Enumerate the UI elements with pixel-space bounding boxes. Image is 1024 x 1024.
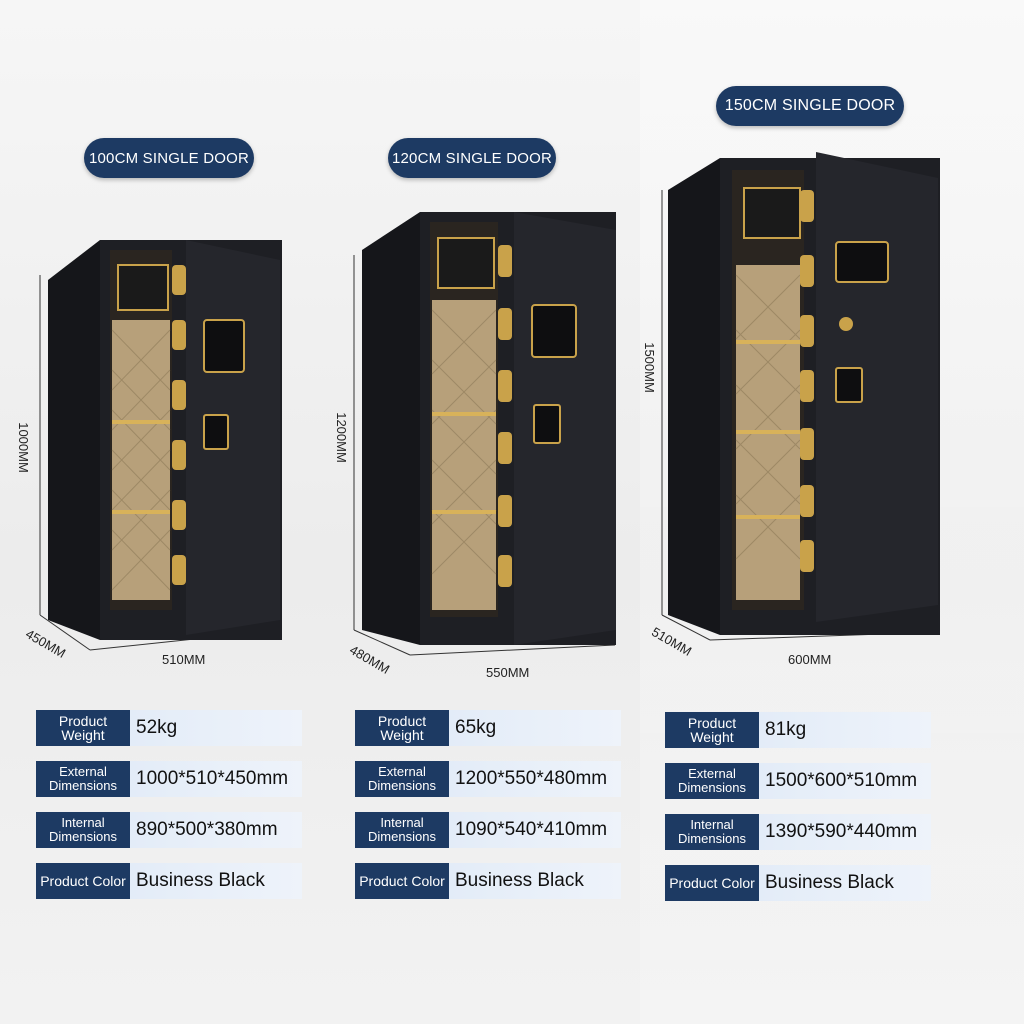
spec-table: Product Weight 65kg External Dimensions … (355, 710, 621, 914)
spec-value: Business Black (449, 863, 621, 899)
spec-row-color: Product Color Business Black (355, 863, 621, 899)
spec-row-external: External Dimensions 1200*550*480mm (355, 761, 621, 797)
spec-key: External Dimensions (665, 763, 759, 799)
spec-value: 65kg (449, 710, 621, 746)
product-column-120cm: 120CM SINGLE DOOR 1200MM 480MM 550MM (330, 0, 640, 1024)
spec-table: Product Weight 81kg External Dimensions … (665, 712, 931, 916)
spec-value: 1200*550*480mm (449, 761, 621, 797)
spec-key: Internal Dimensions (665, 814, 759, 850)
spec-value: 1000*510*450mm (130, 761, 302, 797)
safe-illustration (353, 212, 616, 656)
width-dimension-label: 510MM (162, 652, 206, 667)
spec-key: Internal Dimensions (36, 812, 130, 848)
spec-row-color: Product Color Business Black (665, 865, 931, 901)
safe-illustration (39, 240, 282, 651)
spec-key: Product Weight (355, 710, 449, 746)
spec-row-weight: Product Weight 65kg (355, 710, 621, 746)
spec-value: 890*500*380mm (130, 812, 302, 848)
spec-key: Product Color (36, 863, 130, 899)
spec-key: External Dimensions (36, 761, 130, 797)
spec-table: Product Weight 52kg External Dimensions … (36, 710, 302, 914)
spec-row-weight: Product Weight 81kg (665, 712, 931, 748)
spec-key: Product Weight (36, 710, 130, 746)
height-dimension-label: 1200MM (333, 412, 349, 463)
spec-row-internal: Internal Dimensions 890*500*380mm (36, 812, 302, 848)
spec-key: Product Color (355, 863, 449, 899)
spec-row-weight: Product Weight 52kg (36, 710, 302, 746)
spec-value: 52kg (130, 710, 302, 746)
spec-row-external: External Dimensions 1500*600*510mm (665, 763, 931, 799)
model-badge: 100CM SINGLE DOOR (84, 138, 254, 178)
spec-row-color: Product Color Business Black (36, 863, 302, 899)
height-dimension-label: 1000MM (15, 422, 31, 473)
width-dimension-label: 600MM (788, 652, 832, 667)
product-column-150cm: 150CM SINGLE DOOR 1500MM 510MM (640, 0, 1024, 1024)
width-dimension-label: 550MM (486, 665, 530, 680)
safe-illustration (661, 152, 941, 641)
spec-key: External Dimensions (355, 761, 449, 797)
spec-value: 1500*600*510mm (759, 763, 931, 799)
spec-key: Internal Dimensions (355, 812, 449, 848)
height-dimension-label: 1500MM (641, 342, 657, 393)
spec-value: Business Black (759, 865, 931, 901)
spec-key: Product Color (665, 865, 759, 901)
spec-value: 81kg (759, 712, 931, 748)
spec-row-internal: Internal Dimensions 1390*590*440mm (665, 814, 931, 850)
spec-value: 1090*540*410mm (449, 812, 621, 848)
product-column-100cm: 100CM SINGLE DOOR (0, 0, 330, 1024)
spec-row-internal: Internal Dimensions 1090*540*410mm (355, 812, 621, 848)
model-badge: 120CM SINGLE DOOR (388, 138, 556, 178)
spec-row-external: External Dimensions 1000*510*450mm (36, 761, 302, 797)
spec-value: Business Black (130, 863, 302, 899)
spec-value: 1390*590*440mm (759, 814, 931, 850)
model-badge: 150CM SINGLE DOOR (716, 86, 904, 126)
spec-key: Product Weight (665, 712, 759, 748)
